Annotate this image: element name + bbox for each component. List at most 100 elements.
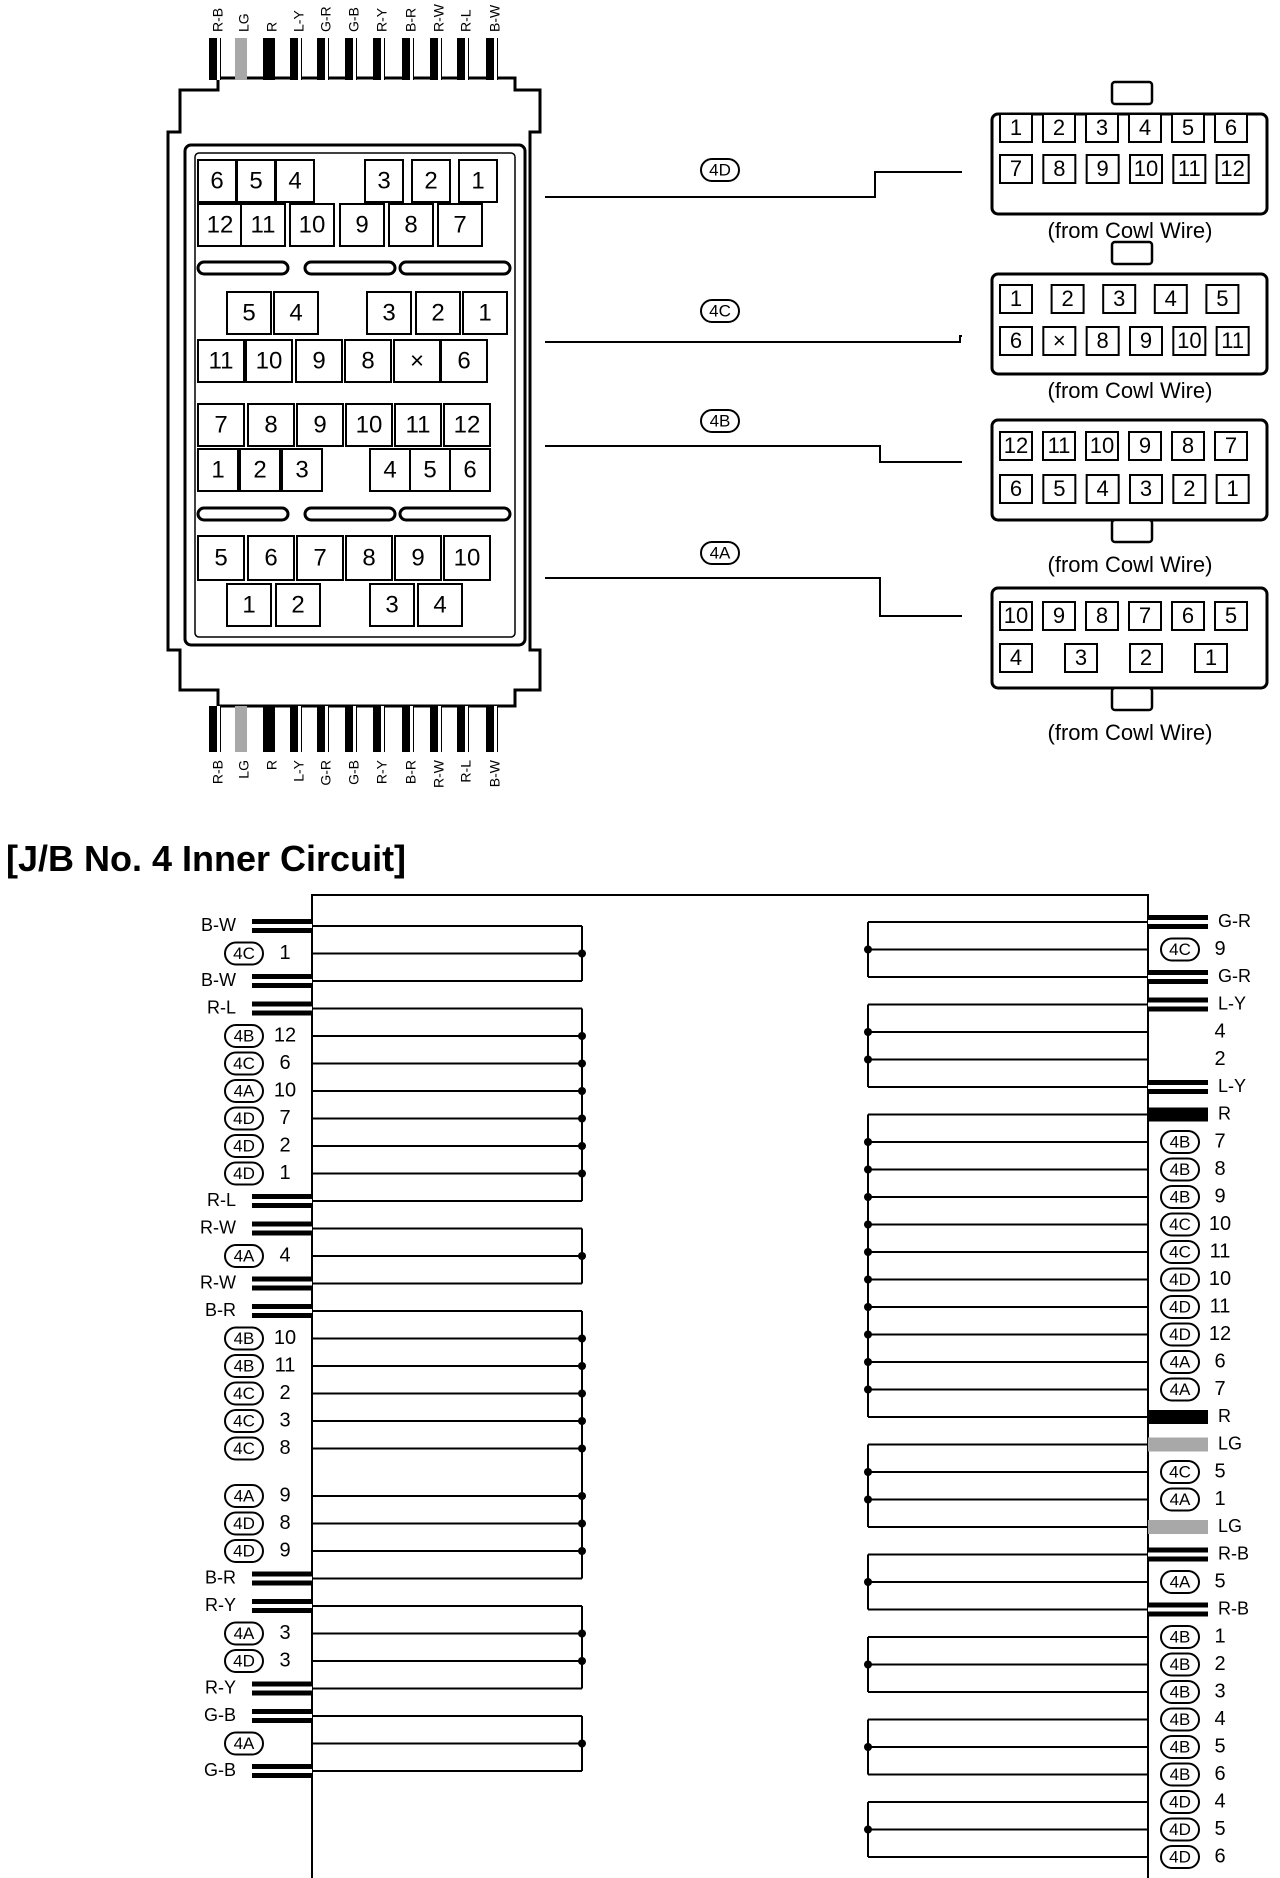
connector-view-4a-pin-label: 9 bbox=[1053, 603, 1065, 628]
connector-view-4d-pin-label: 4 bbox=[1139, 115, 1151, 140]
right-pin-label: 2 bbox=[1214, 1048, 1225, 1070]
left-circuit-junction-dot bbox=[578, 1334, 586, 1343]
connector-view-4a-pin bbox=[1194, 643, 1228, 673]
left-connector-tag-oval bbox=[224, 1484, 264, 1508]
left-connector-tag-oval bbox=[224, 1354, 264, 1378]
connector-view-4b-pin bbox=[1214, 431, 1248, 461]
connector-view-4d-caption: (from Cowl Wire) bbox=[1048, 218, 1213, 243]
right-circuit-junction-dot bbox=[864, 1825, 872, 1834]
right-connector-tag-oval bbox=[1160, 1460, 1200, 1484]
left-circuit-junction-dot bbox=[578, 1087, 586, 1095]
right-connector-tag-oval bbox=[1160, 1377, 1200, 1402]
left-connector-tag: 4A bbox=[234, 1246, 255, 1265]
jb-4c-row2-cell-label: 10 bbox=[256, 347, 283, 374]
bottom-wire-label: LG bbox=[236, 760, 252, 779]
jb-4b-row2-cell bbox=[449, 448, 491, 492]
right-pin-label: 6 bbox=[1214, 1763, 1225, 1785]
connector-view-4d-pin-label: 1 bbox=[1010, 115, 1022, 140]
connector-view-4b-pin-label: 9 bbox=[1139, 433, 1151, 458]
connector-view-4a-pin bbox=[1085, 601, 1119, 631]
right-pin-label: 10 bbox=[1209, 1268, 1231, 1290]
jb-4d-row2-cell-label: 10 bbox=[299, 211, 326, 238]
left-circuit-junction-dot bbox=[578, 1142, 586, 1150]
right-pin-label: 4 bbox=[1214, 1708, 1225, 1730]
connector-tag-4c-oval bbox=[700, 299, 740, 323]
left-connector-tag-oval bbox=[224, 1051, 264, 1076]
left-pin-label: 9 bbox=[279, 1484, 290, 1506]
left-pin-label: 3 bbox=[279, 1622, 290, 1644]
left-wire-bar-stripe bbox=[252, 1576, 312, 1581]
right-circuit-junction-dot bbox=[864, 1220, 872, 1229]
jb-4b-row2-cell-label: 1 bbox=[211, 456, 224, 483]
connector-view-4a-pin bbox=[999, 643, 1033, 673]
jb-4c-row1-cell bbox=[366, 291, 412, 335]
left-circuit-junction-dot bbox=[578, 1362, 586, 1370]
right-connector-tag: 4D bbox=[1169, 1270, 1191, 1289]
right-connector-tag-oval bbox=[1160, 1817, 1200, 1842]
connector-tag-4c: 4C bbox=[709, 301, 731, 320]
connector-view-4b-pin bbox=[1085, 431, 1119, 461]
jb-4b-row1-cell bbox=[197, 403, 245, 447]
left-connector-tag: 4A bbox=[234, 1486, 255, 1505]
jb-4d-row1-cell bbox=[458, 159, 498, 203]
right-pin-label: 1 bbox=[1214, 1625, 1225, 1647]
left-circuit-junction-dot bbox=[578, 1629, 586, 1638]
jb-4c-row1-cell bbox=[273, 291, 319, 335]
leader-line bbox=[545, 445, 962, 463]
left-connector-tag: 4C bbox=[233, 944, 255, 963]
bottom-wire-label: L-Y bbox=[291, 759, 307, 781]
jb-4d-row2-cell-label: 9 bbox=[355, 211, 368, 238]
connector-tag-4b-oval bbox=[700, 409, 740, 433]
jb-4b-row1-cell-label: 7 bbox=[214, 411, 227, 438]
jb-4c-row2-cell-label: 8 bbox=[361, 347, 374, 374]
jb-4d-row1-cell-label: 3 bbox=[377, 167, 390, 194]
jb-4b-row2-cell-label: 4 bbox=[383, 456, 396, 483]
connector-view-4a-pin-label: 10 bbox=[1004, 603, 1028, 628]
jb-4d-row2-cell bbox=[289, 203, 335, 247]
left-wire-bar-stripe bbox=[252, 979, 312, 983]
connector-view-4d-pin bbox=[1172, 154, 1207, 184]
left-connector-tag-oval bbox=[224, 1024, 264, 1048]
connector-view-4a-pin-label: 8 bbox=[1096, 603, 1108, 628]
left-pin-label: 1 bbox=[279, 942, 290, 964]
top-wire-stripe bbox=[325, 38, 328, 80]
connector-view-4a-pin-label: 7 bbox=[1139, 603, 1151, 628]
right-circuit-junction-dot bbox=[864, 1028, 872, 1036]
right-wire-label: G-R bbox=[1218, 911, 1251, 931]
right-circuit-junction-dot bbox=[864, 1193, 872, 1201]
connector-tag-4b: 4B bbox=[710, 411, 731, 430]
bottom-wire-stripe bbox=[465, 706, 468, 752]
right-connector-tag: 4B bbox=[1170, 1765, 1191, 1784]
left-pin-label: 9 bbox=[279, 1539, 290, 1561]
bottom-wire-label: R bbox=[264, 760, 280, 770]
right-pin-label: 4 bbox=[1214, 1020, 1225, 1042]
connector-view-4a-pin bbox=[1128, 601, 1162, 631]
jb-4c-row1-cell-label: 3 bbox=[382, 299, 395, 326]
bottom-wire-stripe bbox=[494, 706, 497, 752]
left-circuit-junction-dot bbox=[578, 1252, 586, 1260]
right-wire-bar-stripe bbox=[1148, 1002, 1208, 1007]
right-connector-tag: 4C bbox=[1169, 1242, 1191, 1261]
connector-view-4b-pin bbox=[1128, 431, 1162, 461]
connector-view-4b-pin bbox=[999, 474, 1033, 504]
jb-4b-row2-cell-label: 6 bbox=[463, 456, 476, 483]
connector-view-4a-pin-label: 6 bbox=[1182, 603, 1194, 628]
right-circuit-junction-dot bbox=[864, 1138, 872, 1146]
right-wire-bar bbox=[1148, 1410, 1208, 1424]
right-circuit-junction-dot bbox=[864, 1303, 872, 1311]
jb-4b-row2-cell bbox=[197, 448, 239, 492]
connector-view-4d-pin-label: 11 bbox=[1178, 156, 1201, 181]
jb-4d-row2-cell bbox=[388, 203, 434, 247]
left-connector-tag: 4A bbox=[234, 1081, 255, 1100]
jb-4c-row2-cell bbox=[344, 339, 392, 383]
right-connector-tag-oval bbox=[1160, 1570, 1200, 1594]
left-wire-label: G-B bbox=[204, 1705, 236, 1725]
connector-view-4a-pin bbox=[999, 601, 1033, 631]
left-pin-label: 8 bbox=[279, 1512, 290, 1534]
left-connector-tag: 4C bbox=[233, 1384, 255, 1403]
left-connector-tag-oval bbox=[224, 1381, 264, 1406]
bottom-wire-stripe bbox=[353, 706, 356, 752]
right-circuit-junction-dot bbox=[864, 1495, 872, 1504]
jb-4b-row2-cell bbox=[239, 448, 281, 492]
right-connector-tag: 4D bbox=[1169, 1847, 1191, 1866]
